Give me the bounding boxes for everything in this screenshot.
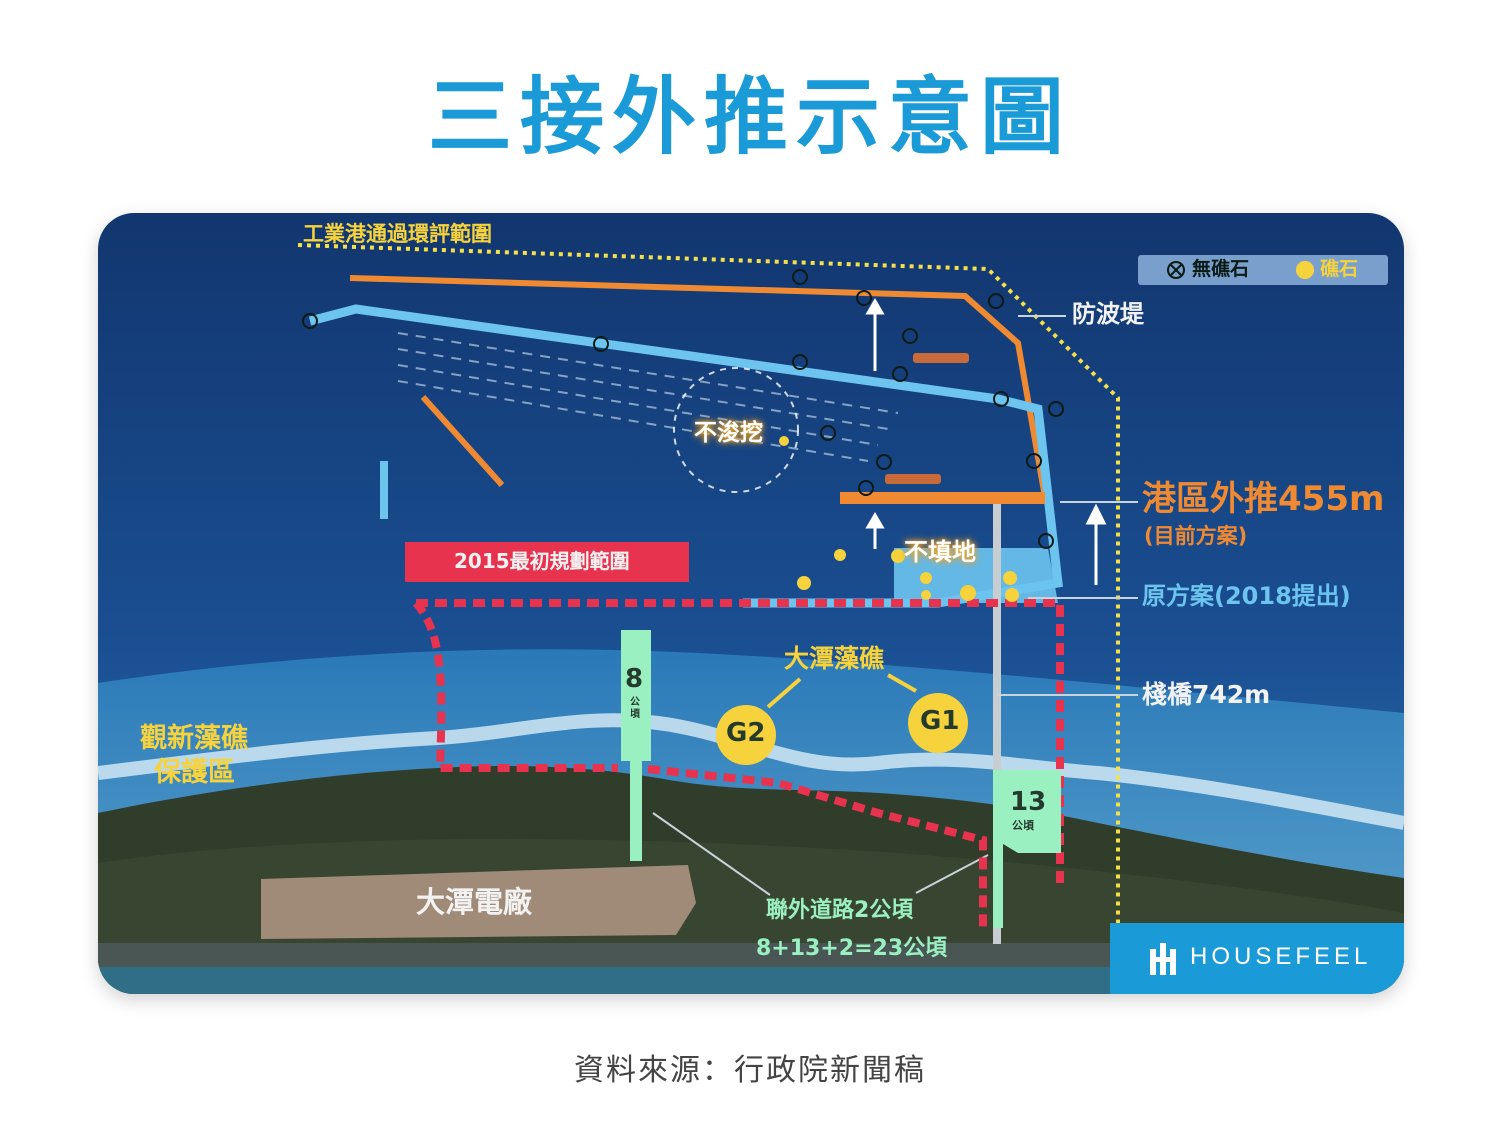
no-dredge-label: 不浚挖	[694, 420, 763, 446]
trestle	[993, 504, 1001, 944]
push-arrows	[865, 298, 1107, 585]
brand-logo-icon	[1150, 943, 1176, 975]
guanxin-reef-label: 觀新藻礁	[140, 723, 248, 754]
trestle-label: 棧橋742m	[1142, 680, 1271, 709]
page-title: 三接外推示意圖	[427, 68, 1072, 166]
industrial-port-label: 工業港通過環評範圍	[303, 222, 492, 246]
industrial-port-boundary	[297, 243, 1120, 923]
orange-segment	[420, 394, 505, 488]
initial-plan-label: 2015最初規劃範圍	[454, 549, 630, 573]
area-13ha	[993, 770, 1061, 853]
blue-segment	[380, 461, 388, 519]
map-card: 工業港通過環評範圍 無礁石 礁石 防波堤 不浚挖 港區外推455m (目前方案)…	[98, 213, 1404, 994]
brand-badge: HOUSEFEEL	[1110, 923, 1404, 994]
original-fill-area	[894, 548, 1058, 603]
no-fill-label: 不填地	[904, 538, 976, 566]
legend-reef-label: 礁石	[1320, 258, 1359, 280]
reef-dots	[779, 436, 1019, 602]
g1-leader	[887, 673, 917, 693]
legend-no-reef-label: 無礁石	[1192, 258, 1250, 280]
brand-name: HOUSEFEEL	[1190, 943, 1372, 970]
road-8ha	[630, 761, 642, 861]
push-out-label: 港區外推455m	[1142, 479, 1385, 519]
initial-plan-box	[405, 542, 689, 582]
ship-2	[885, 474, 941, 484]
g1-label: G1	[920, 706, 960, 736]
reef-name-label: 大潭藻礁	[784, 644, 885, 673]
area-13-number: 13	[1010, 787, 1047, 817]
road-13ha	[993, 838, 1003, 928]
protected-area-label: 保護區	[154, 757, 235, 788]
breakwater-current	[349, 275, 1049, 504]
pier-current	[840, 492, 1045, 504]
current-plan-label: (目前方案)	[1144, 524, 1248, 548]
total-label: 8+13+2=23公頃	[756, 936, 948, 961]
power-plant-area	[261, 865, 696, 939]
no-reef-markers	[302, 269, 1064, 549]
power-plant-label: 大潭電廠	[416, 885, 533, 919]
area-8ha	[621, 630, 651, 761]
road-label: 聯外道路2公頃	[766, 898, 914, 923]
original-plan-label: 原方案(2018提出)	[1142, 582, 1351, 610]
area-8-unit: 公頃	[630, 697, 640, 720]
ship-1	[913, 353, 969, 363]
breakwater-label: 防波堤	[1072, 300, 1144, 328]
g2-marker	[716, 705, 776, 765]
g1-marker	[908, 693, 968, 753]
source-caption: 資料來源：行政院新聞稿	[574, 1053, 926, 1088]
g2-label: G2	[726, 718, 766, 748]
g2-leader	[766, 677, 802, 709]
no-dredge-circle	[673, 367, 799, 493]
area-13-unit: 公頃	[1012, 819, 1034, 832]
leader-lines	[652, 315, 1138, 896]
area-8-number: 8	[625, 664, 644, 694]
